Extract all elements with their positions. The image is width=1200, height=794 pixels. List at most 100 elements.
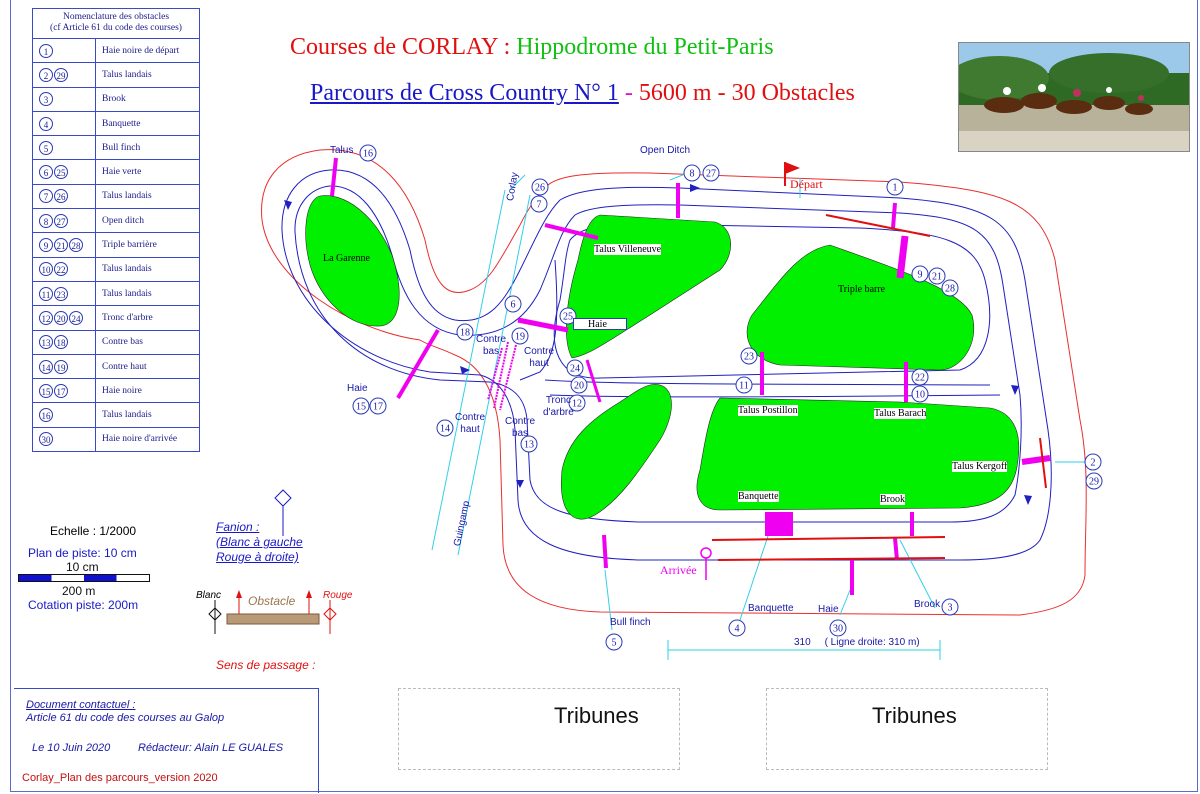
- obstacle-marker-24: 24: [566, 359, 584, 377]
- svg-text:13: 13: [524, 440, 534, 451]
- legend-header: Nomenclature des obstacles (cf Article 6…: [33, 9, 199, 39]
- obstacle-marker-1: 1: [886, 178, 904, 196]
- obstacle-number-badge: 14: [39, 359, 53, 374]
- obstacle-number-badge: 27: [54, 213, 68, 228]
- obstacle-number-badge: 18: [54, 335, 68, 350]
- obstacle-5: [602, 534, 608, 569]
- legend-row-name: Talus landais: [102, 191, 152, 202]
- svg-text:17: 17: [373, 402, 383, 413]
- obstacle-number-badge: 5: [39, 140, 53, 155]
- obstacle-number-badge: 10: [39, 262, 53, 277]
- legend-row-name: Contre bas: [102, 337, 143, 348]
- obstacle-marker-19: 19: [511, 327, 529, 345]
- obstacle-number-badge: 6: [39, 165, 53, 180]
- legend-row-name: Contre haut: [102, 361, 147, 372]
- fanion-line2: (Blanc à gauche: [216, 535, 303, 549]
- obstacle-marker-13: 13: [520, 435, 538, 453]
- legend-row-name: Haie noire de départ: [102, 45, 180, 56]
- obstacle-marker-8: 8: [683, 164, 701, 182]
- subtitle-dash: -: [618, 80, 639, 106]
- fanion-diagram: [208, 489, 337, 634]
- obstacle-marker-7: 7: [530, 195, 548, 213]
- subtitle-course: Parcours de Cross Country N° 1: [310, 80, 619, 106]
- svg-text:15: 15: [356, 402, 366, 413]
- title-venue: Courses de CORLAY :: [290, 34, 511, 60]
- legend-row-name: Open ditch: [102, 215, 144, 226]
- svg-text:20: 20: [574, 381, 584, 392]
- doc-redacteur: Rédacteur: Alain LE GUALES: [138, 742, 284, 754]
- obstacle-marker-27: 27: [702, 164, 720, 182]
- obstacle-marker-16: 16: [359, 144, 377, 162]
- svg-text:2: 2: [1091, 458, 1096, 469]
- obstacle-number-badge: 19: [54, 359, 68, 374]
- obstacle-number-badge: 16: [39, 408, 53, 423]
- obstacle-number-badge: 4: [39, 116, 53, 131]
- svg-text:1: 1: [893, 183, 898, 194]
- svg-text:22: 22: [915, 373, 925, 384]
- grass-triple-barre: [746, 244, 974, 371]
- obstacle-marker-26: 26: [531, 178, 549, 196]
- fanion-legend: Fanion : (Blanc à gauche Rouge à droite): [216, 520, 303, 565]
- obstacle-number-badge: 12: [39, 310, 53, 325]
- obstacle-number-badge: 1: [39, 43, 53, 58]
- subtitle-distance: 5600 m - 30 Obstacles: [638, 80, 855, 106]
- fanion-blanc-label: Blanc: [196, 590, 222, 601]
- obstacle-15-17: [396, 328, 440, 400]
- doc-title: Document contactuel :: [26, 699, 136, 711]
- legend-row-numbers: 16: [33, 403, 96, 427]
- obstacle-number-badge: 25: [54, 165, 68, 180]
- obstacle-7-26: [544, 223, 599, 240]
- fanion-title: Fanion :: [216, 520, 260, 534]
- obstacle-4: [765, 512, 793, 536]
- fanion-diamond-icon: [274, 489, 292, 507]
- svg-text:12: 12: [572, 399, 582, 410]
- svg-text:6: 6: [511, 300, 516, 311]
- svg-text:18: 18: [460, 328, 470, 339]
- tribune-right: Tribunes: [766, 688, 1048, 770]
- svg-text:27: 27: [706, 169, 716, 180]
- obstacle-bar: [226, 613, 320, 625]
- obstacle-number-badge: 20: [54, 310, 68, 325]
- svg-text:16: 16: [363, 149, 373, 160]
- scale-bar: [18, 574, 150, 582]
- fanion-rouge-label: Rouge: [323, 590, 353, 601]
- legend-row-name: Talus landais: [102, 264, 152, 275]
- legend-row-name: Talus landais: [102, 69, 152, 80]
- legend-row: 1 Haie noire de départ: [33, 39, 199, 64]
- page-subtitle: Parcours de Cross Country N° 1 - 5600 m …: [310, 80, 855, 107]
- scale-cotation: Cotation piste: 200m: [28, 598, 139, 612]
- obstacle-number-badge: 22: [54, 262, 68, 277]
- scale-block: Echelle : 1/2000 Plan de piste: 10 cm 10…: [18, 524, 180, 612]
- scale-m: 200 m: [62, 584, 96, 598]
- obstacle-marker-9: 9: [911, 265, 929, 283]
- obstacle-marker-30: 30: [829, 619, 847, 637]
- obstacle-legend-table: Nomenclature des obstacles (cf Article 6…: [32, 8, 200, 453]
- obstacle-marker-6: 6: [504, 295, 522, 313]
- tribune-left-label: Tribunes: [554, 703, 639, 728]
- scale-plan: Plan de piste: 10 cm: [28, 546, 137, 560]
- obstacle-marker-5: 5: [605, 633, 623, 651]
- svg-text:25: 25: [563, 312, 573, 323]
- obstacle-marker-28: 28: [941, 279, 959, 297]
- obstacle-marker-22: 22: [911, 368, 929, 386]
- obstacle-number-badge: 26: [54, 189, 68, 204]
- obstacle-number-badge: 9: [39, 238, 53, 253]
- legend-row-name: Haie noire: [102, 385, 142, 396]
- obstacle-1: [891, 202, 897, 229]
- legend-row-numbers: 3: [33, 87, 96, 111]
- obstacle-marker-11: 11: [735, 376, 753, 394]
